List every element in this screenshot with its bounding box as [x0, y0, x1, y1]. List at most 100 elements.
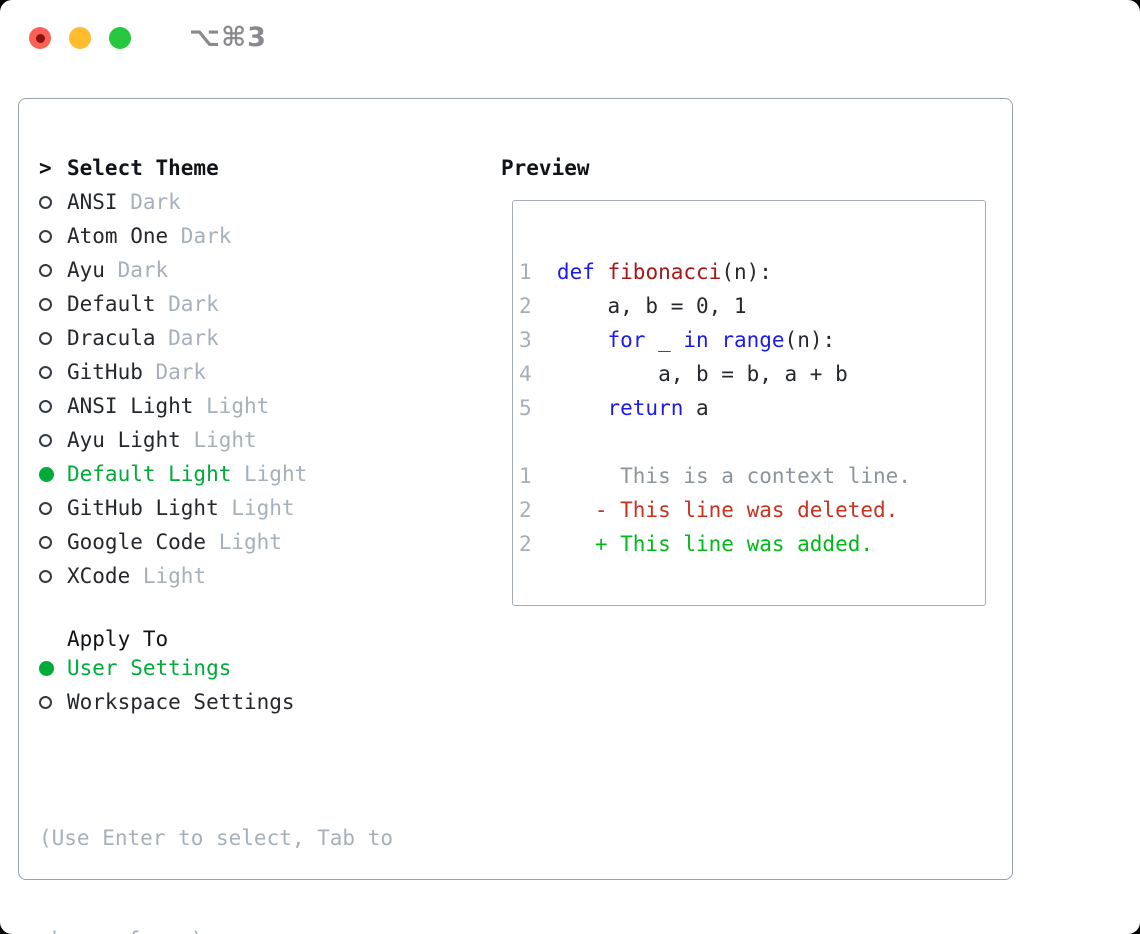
window-title: ⌥⌘3: [189, 22, 267, 53]
apply-to-header: Apply To: [39, 627, 501, 651]
theme-name: Default: [67, 292, 156, 316]
help-line: (Use Enter to select, Tab to: [39, 826, 394, 850]
apply-option-user-settings[interactable]: User Settings: [39, 651, 501, 685]
line-number: 2: [519, 532, 532, 556]
theme-variant-label: Dark: [130, 190, 181, 214]
theme-variant-label: Light: [244, 462, 308, 486]
theme-name: Dracula: [67, 326, 156, 350]
theme-variant-label: Dark: [168, 326, 219, 350]
help-line: change focus): [39, 923, 501, 934]
line-number: 2: [519, 498, 532, 522]
code-token: _: [645, 328, 684, 352]
theme-name: Ayu Light: [67, 428, 181, 452]
code-token: a: [683, 396, 709, 420]
theme-variant-label: Dark: [155, 360, 207, 384]
prompt-icon: >: [39, 156, 52, 180]
radio-icon: [39, 569, 52, 583]
radio-icon: [39, 297, 52, 311]
radio-icon: [39, 229, 52, 243]
theme-variant-label: Light: [142, 564, 207, 588]
code-token: [709, 328, 722, 352]
radio-icon: [39, 331, 52, 345]
theme-option-github-light[interactable]: GitHub Light Light: [39, 491, 501, 525]
zoom-button[interactable]: [109, 27, 131, 49]
code-token: for: [607, 328, 646, 352]
radio-icon: [39, 501, 52, 515]
unsaved-indicator-dot: [35, 33, 45, 43]
radio-icon: [39, 263, 52, 277]
code-token: return: [607, 396, 684, 420]
apply-option-label: Workspace Settings: [67, 690, 295, 714]
code-token: + This line was added.: [556, 532, 873, 556]
line-number: 5: [519, 396, 532, 420]
radio-icon: [39, 466, 54, 482]
line-number: 3: [519, 328, 532, 352]
code-token: def: [556, 260, 595, 284]
theme-variant-label: Light: [206, 394, 270, 418]
theme-name: Atom One: [67, 224, 169, 248]
theme-name: GitHub Light: [67, 496, 219, 520]
theme-name: XCode: [67, 564, 131, 588]
theme-name: ANSI Light: [67, 394, 194, 418]
theme-name: Default Light: [67, 462, 232, 486]
theme-option-xcode[interactable]: XCode Light: [39, 559, 501, 593]
radio-icon: [39, 535, 52, 549]
code-token: a, b = 0, 1: [556, 294, 747, 318]
radio-icon: [39, 365, 52, 379]
theme-option-github[interactable]: GitHub Dark: [39, 355, 501, 389]
code-line: 3 for _ in range(n):: [519, 323, 979, 357]
radio-icon: [39, 695, 52, 709]
help-text: (Use Enter to select, Tab to change focu…: [39, 753, 501, 934]
theme-option-ayu-light[interactable]: Ayu Light Light: [39, 423, 501, 457]
code-line: 2 + This line was added.: [519, 527, 979, 561]
code-line: 1 This is a context line.: [519, 459, 979, 493]
code-token: (n):: [784, 328, 836, 352]
preview-header: Preview: [501, 151, 986, 185]
radio-icon: [39, 195, 52, 209]
code-line: 2 - This line was deleted.: [519, 493, 979, 527]
theme-name: GitHub: [67, 360, 143, 384]
theme-variant-label: Dark: [117, 258, 169, 282]
theme-variant-label: Light: [231, 496, 295, 520]
theme-option-ansi-light[interactable]: ANSI Light Light: [39, 389, 501, 423]
code-token: range: [721, 328, 785, 352]
theme-name: Google Code: [67, 530, 207, 554]
minimize-button[interactable]: [69, 27, 91, 49]
theme-option-ayu[interactable]: Ayu Dark: [39, 253, 501, 287]
code-token: - This line was deleted.: [556, 498, 899, 522]
radio-icon: [39, 660, 54, 676]
apply-option-label: User Settings: [67, 656, 232, 680]
theme-option-google-code[interactable]: Google Code Light: [39, 525, 501, 559]
radio-icon: [39, 399, 52, 413]
theme-variant-label: Light: [218, 530, 282, 554]
code-token: [557, 328, 608, 352]
apply-option-workspace-settings[interactable]: Workspace Settings: [39, 685, 501, 719]
theme-option-dracula[interactable]: Dracula Dark: [39, 321, 501, 355]
code-token: (n):: [721, 260, 772, 284]
theme-option-atom-one[interactable]: Atom One Dark: [39, 219, 501, 253]
close-button[interactable]: [29, 27, 51, 49]
preview-title: Preview: [501, 156, 590, 180]
code-line: 5 return a: [519, 391, 979, 425]
line-number: 1: [519, 464, 532, 488]
code-token: in: [683, 328, 709, 352]
line-number: 1: [519, 260, 532, 284]
code-line: 1 def fibonacci(n):: [519, 255, 979, 289]
theme-option-default-light[interactable]: Default Light Light: [39, 457, 501, 491]
code-token: [595, 260, 608, 284]
code-token: fibonacci: [607, 260, 722, 284]
code-line: 4 a, b = b, a + b: [519, 357, 979, 391]
titlebar: ⌥⌘3: [0, 0, 1140, 98]
theme-variant-label: Light: [193, 428, 257, 452]
code-line: 2 a, b = 0, 1: [519, 289, 979, 323]
theme-name: Ayu: [67, 258, 105, 282]
apply-to-title: Apply To: [67, 627, 169, 651]
theme-variant-label: Dark: [180, 224, 232, 248]
